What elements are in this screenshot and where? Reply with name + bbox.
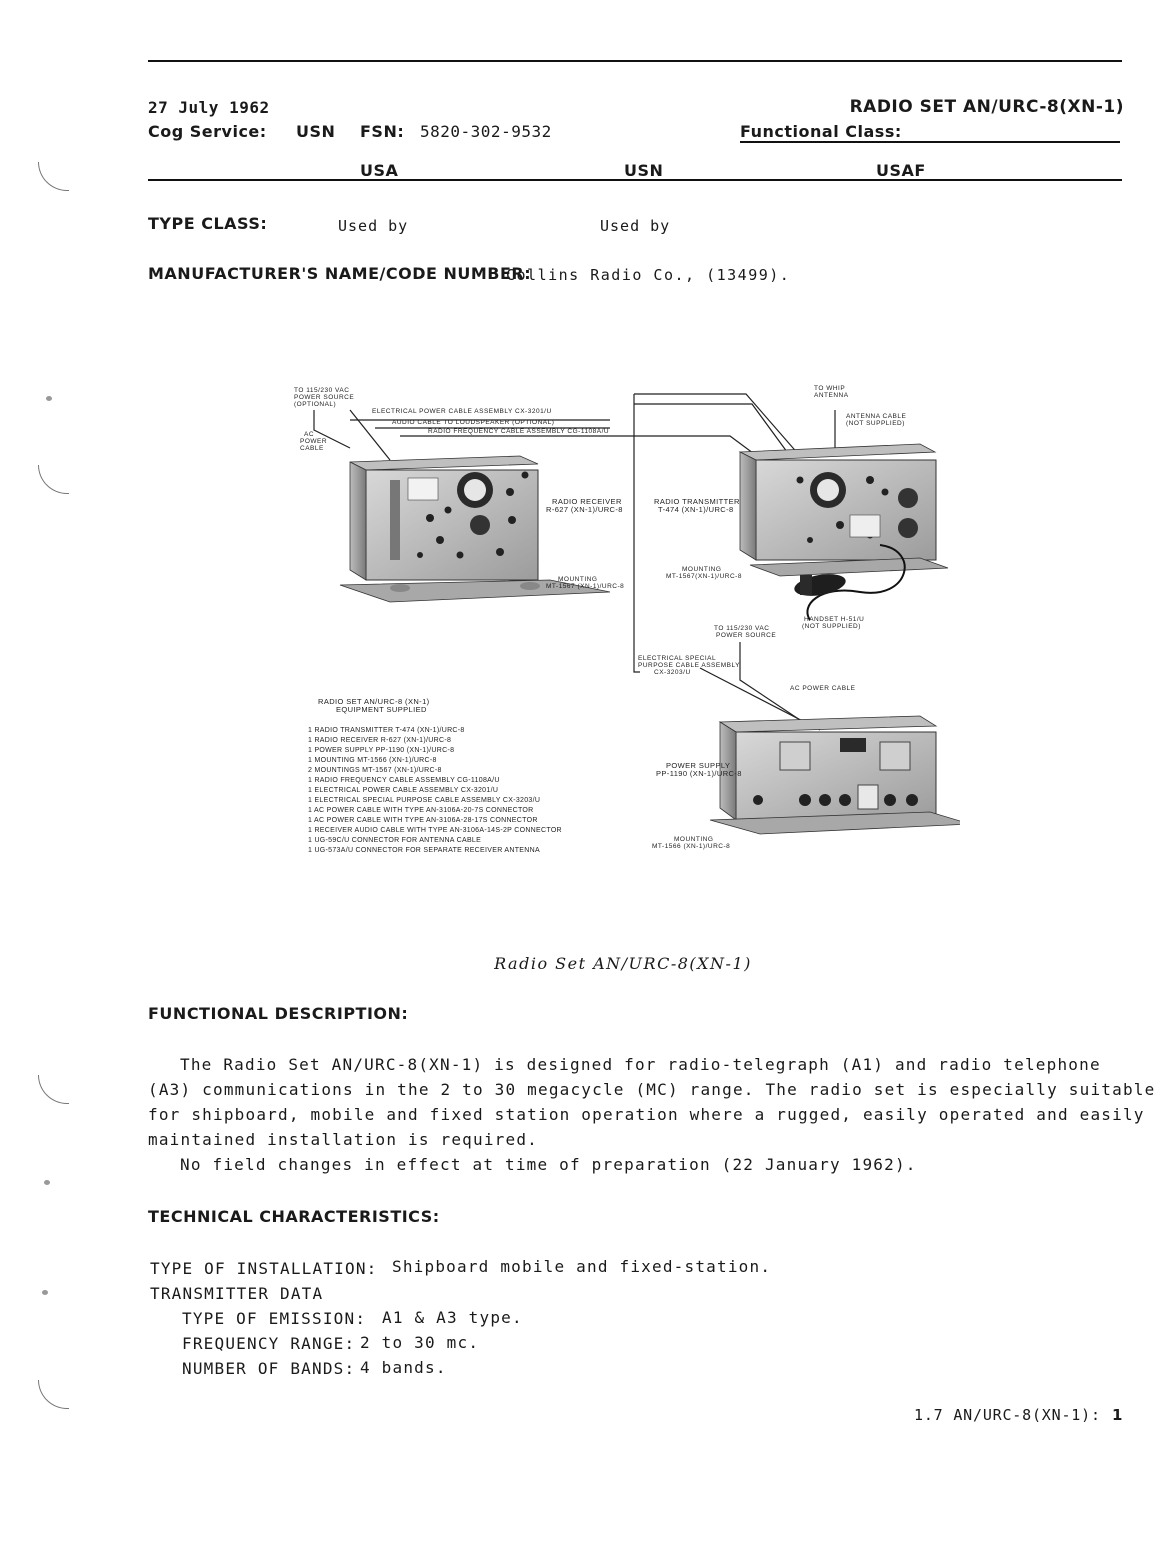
header-underline [740, 141, 1120, 143]
functional-line: for shipboard, mobile and fixed station … [148, 1105, 1145, 1124]
functional-line: The Radio Set AN/URC-8(XN-1) is designed… [180, 1055, 1101, 1074]
svg-text:RADIO FREQUENCY CABLE ASSEMBLY: RADIO FREQUENCY CABLE ASSEMBLY CG-1108A/… [428, 428, 609, 435]
service-usn: USN [624, 161, 664, 180]
functional-heading: FUNCTIONAL DESCRIPTION: [148, 1004, 409, 1023]
service-usa: USA [360, 161, 399, 180]
svg-text:AC POWER CABLE: AC POWER CABLE [790, 685, 856, 692]
cog-service-label: Cog Service: [148, 122, 267, 141]
scan-speck [42, 1290, 48, 1295]
equipment-list: RADIO SET AN/URC-8 (XN-1) EQUIPMENT SUPP… [308, 697, 562, 854]
svg-text:ANTENNA: ANTENNA [814, 392, 849, 399]
svg-text:ANTENNA CABLE: ANTENNA CABLE [846, 413, 906, 420]
equipment-diagram: TO 115/230 VAC POWER SOURCE (OPTIONAL) A… [294, 385, 960, 854]
svg-text:R-627 (XN-1)/URC-8: R-627 (XN-1)/URC-8 [546, 505, 623, 514]
type-class-label: TYPE CLASS: [148, 214, 268, 233]
binder-hole-mark [38, 1380, 69, 1409]
installation-value: Shipboard mobile and fixed-station. [392, 1257, 772, 1276]
manufacturer-value: Collins Radio Co., (13499). [506, 266, 791, 284]
svg-text:1 MOUNTING MT-1566 (XN-1)/URC-: 1 MOUNTING MT-1566 (XN-1)/URC-8 [308, 757, 437, 764]
binder-hole-mark [38, 162, 69, 191]
svg-text:PURPOSE CABLE ASSEMBLY: PURPOSE CABLE ASSEMBLY [638, 662, 740, 669]
fsn-value: 5820-302-9532 [420, 122, 552, 141]
footer-page-ref: 1.7 AN/URC-8(XN-1): [914, 1406, 1101, 1424]
svg-text:1 AC POWER CABLE WITH TYPE AN-: 1 AC POWER CABLE WITH TYPE AN-3106A-20-7… [308, 807, 534, 814]
emission-value: A1 & A3 type. [382, 1308, 523, 1327]
power-supply-unit [709, 715, 960, 835]
svg-text:1 ELECTRICAL POWER CABLE ASSEM: 1 ELECTRICAL POWER CABLE ASSEMBLY CX-320… [308, 787, 498, 794]
svg-text:2 MOUNTINGS MT-1567 (XN-1)/URC: 2 MOUNTINGS MT-1567 (XN-1)/URC-8 [308, 767, 442, 774]
fsn-label: FSN: [360, 122, 405, 141]
functional-line: (A3) communications in the 2 to 30 megac… [148, 1080, 1156, 1099]
installation-label: TYPE OF INSTALLATION: [150, 1259, 378, 1278]
svg-text:MT-1567 (XN-1)/URC-8: MT-1567 (XN-1)/URC-8 [546, 583, 624, 590]
service-usaf: USAF [876, 161, 926, 180]
svg-text:ELECTRICAL SPECIAL: ELECTRICAL SPECIAL [638, 655, 716, 662]
type-class-usa: Used by [338, 217, 409, 235]
manufacturer-label: MANUFACTURER'S NAME/CODE NUMBER: [148, 264, 532, 283]
svg-text:PP-1190 (XN-1)/URC-8: PP-1190 (XN-1)/URC-8 [656, 769, 742, 778]
transmitter-data-heading: TRANSMITTER DATA [150, 1284, 324, 1303]
footer-page-number: 1 [1112, 1406, 1123, 1424]
scan-speck [46, 396, 52, 401]
svg-text:RADIO SET AN/URC-8 (XN-1): RADIO SET AN/URC-8 (XN-1) [318, 697, 430, 706]
frequency-label: FREQUENCY RANGE: [182, 1334, 356, 1353]
header-date: 27 July 1962 [148, 98, 270, 117]
svg-text:AC: AC [304, 431, 314, 438]
emission-label: TYPE OF EMISSION: [182, 1309, 367, 1328]
bands-label: NUMBER OF BANDS: [182, 1359, 356, 1378]
svg-text:1 POWER SUPPLY PP-1190 (XN-1)/: 1 POWER SUPPLY PP-1190 (XN-1)/URC-8 [308, 747, 454, 754]
svg-text:POWER SOURCE: POWER SOURCE [294, 394, 354, 401]
services-rule [148, 179, 1122, 181]
svg-text:1 RADIO FREQUENCY CABLE ASSEMB: 1 RADIO FREQUENCY CABLE ASSEMBLY CG-1108… [308, 777, 500, 784]
svg-text:POWER: POWER [300, 438, 327, 445]
svg-text:MOUNTING: MOUNTING [674, 836, 713, 843]
functional-class-label: Functional Class: [740, 122, 902, 141]
svg-text:CX-3203/U: CX-3203/U [654, 669, 691, 676]
bands-value: 4 bands. [360, 1358, 447, 1377]
receiver-unit [339, 455, 611, 603]
transmitter-unit [738, 443, 949, 621]
header-title: RADIO SET AN/URC-8(XN-1) [849, 97, 1124, 117]
cog-service-value: USN [296, 122, 336, 141]
svg-text:AUDIO CABLE TO LOUDSPEAKER (OP: AUDIO CABLE TO LOUDSPEAKER (OPTIONAL) [392, 419, 554, 426]
svg-text:ELECTRICAL POWER CABLE ASSEMBL: ELECTRICAL POWER CABLE ASSEMBLY CX-3201/… [372, 408, 552, 415]
svg-text:RADIO RECEIVER: RADIO RECEIVER [552, 497, 622, 506]
svg-text:TO WHIP: TO WHIP [814, 385, 845, 392]
svg-text:TO 115/230 VAC: TO 115/230 VAC [714, 625, 769, 632]
svg-text:HANDSET H-51/U: HANDSET H-51/U [804, 616, 864, 623]
figure-caption: Radio Set AN/URC-8(XN-1) [494, 954, 752, 973]
svg-text:(NOT SUPPLIED): (NOT SUPPLIED) [846, 420, 905, 427]
svg-text:1 RECEIVER AUDIO CABLE WITH TY: 1 RECEIVER AUDIO CABLE WITH TYPE AN-3106… [308, 827, 562, 834]
scan-speck [44, 1180, 50, 1185]
field-changes-line: No field changes in effect at time of pr… [180, 1155, 917, 1174]
technical-heading: TECHNICAL CHARACTERISTICS: [148, 1207, 440, 1226]
svg-text:MOUNTING: MOUNTING [682, 566, 721, 573]
svg-text:T-474 (XN-1)/URC-8: T-474 (XN-1)/URC-8 [658, 505, 734, 514]
functional-paragraph: The Radio Set AN/URC-8(XN-1) is designed… [148, 1052, 1156, 1177]
svg-text:1 RADIO TRANSMITTER T-474 (XN-: 1 RADIO TRANSMITTER T-474 (XN-1)/URC-8 [308, 727, 465, 734]
svg-text:EQUIPMENT SUPPLIED: EQUIPMENT SUPPLIED [336, 705, 427, 714]
binder-hole-mark [38, 1075, 69, 1104]
svg-text:MT-1566 (XN-1)/URC-8: MT-1566 (XN-1)/URC-8 [652, 843, 730, 850]
svg-text:TO 115/230 VAC: TO 115/230 VAC [294, 387, 349, 394]
svg-text:MOUNTING: MOUNTING [558, 576, 597, 583]
svg-text:CABLE: CABLE [300, 445, 324, 452]
svg-text:1 RADIO RECEIVER R-627 (XN-1)/: 1 RADIO RECEIVER R-627 (XN-1)/URC-8 [308, 737, 451, 744]
svg-text:(NOT SUPPLIED): (NOT SUPPLIED) [802, 623, 861, 630]
svg-text:1 UG-59C/U CONNECTOR FOR ANTEN: 1 UG-59C/U CONNECTOR FOR ANTENNA CABLE [308, 837, 481, 844]
svg-text:(OPTIONAL): (OPTIONAL) [294, 401, 336, 408]
type-class-usn: Used by [600, 217, 671, 235]
svg-text:POWER SUPPLY: POWER SUPPLY [666, 761, 730, 770]
svg-text:1 UG-573A/U CONNECTOR FOR SEPA: 1 UG-573A/U CONNECTOR FOR SEPARATE RECEI… [308, 847, 540, 854]
functional-line: maintained installation is required. [148, 1130, 538, 1149]
diagram-labels: TO 115/230 VAC POWER SOURCE (OPTIONAL) A… [294, 385, 906, 850]
svg-text:RADIO TRANSMITTER: RADIO TRANSMITTER [654, 497, 740, 506]
svg-text:1 AC POWER CABLE WITH TYPE AN-: 1 AC POWER CABLE WITH TYPE AN-3106A-28-1… [308, 817, 538, 824]
frequency-value: 2 to 30 mc. [360, 1333, 480, 1352]
svg-text:MT-1567(XN-1)/URC-8: MT-1567(XN-1)/URC-8 [666, 573, 742, 580]
svg-text:POWER SOURCE: POWER SOURCE [716, 632, 776, 639]
top-rule [148, 60, 1122, 62]
binder-hole-mark [38, 465, 69, 494]
svg-text:1 ELECTRICAL SPECIAL PURPOSE C: 1 ELECTRICAL SPECIAL PURPOSE CABLE ASSEM… [308, 797, 540, 804]
